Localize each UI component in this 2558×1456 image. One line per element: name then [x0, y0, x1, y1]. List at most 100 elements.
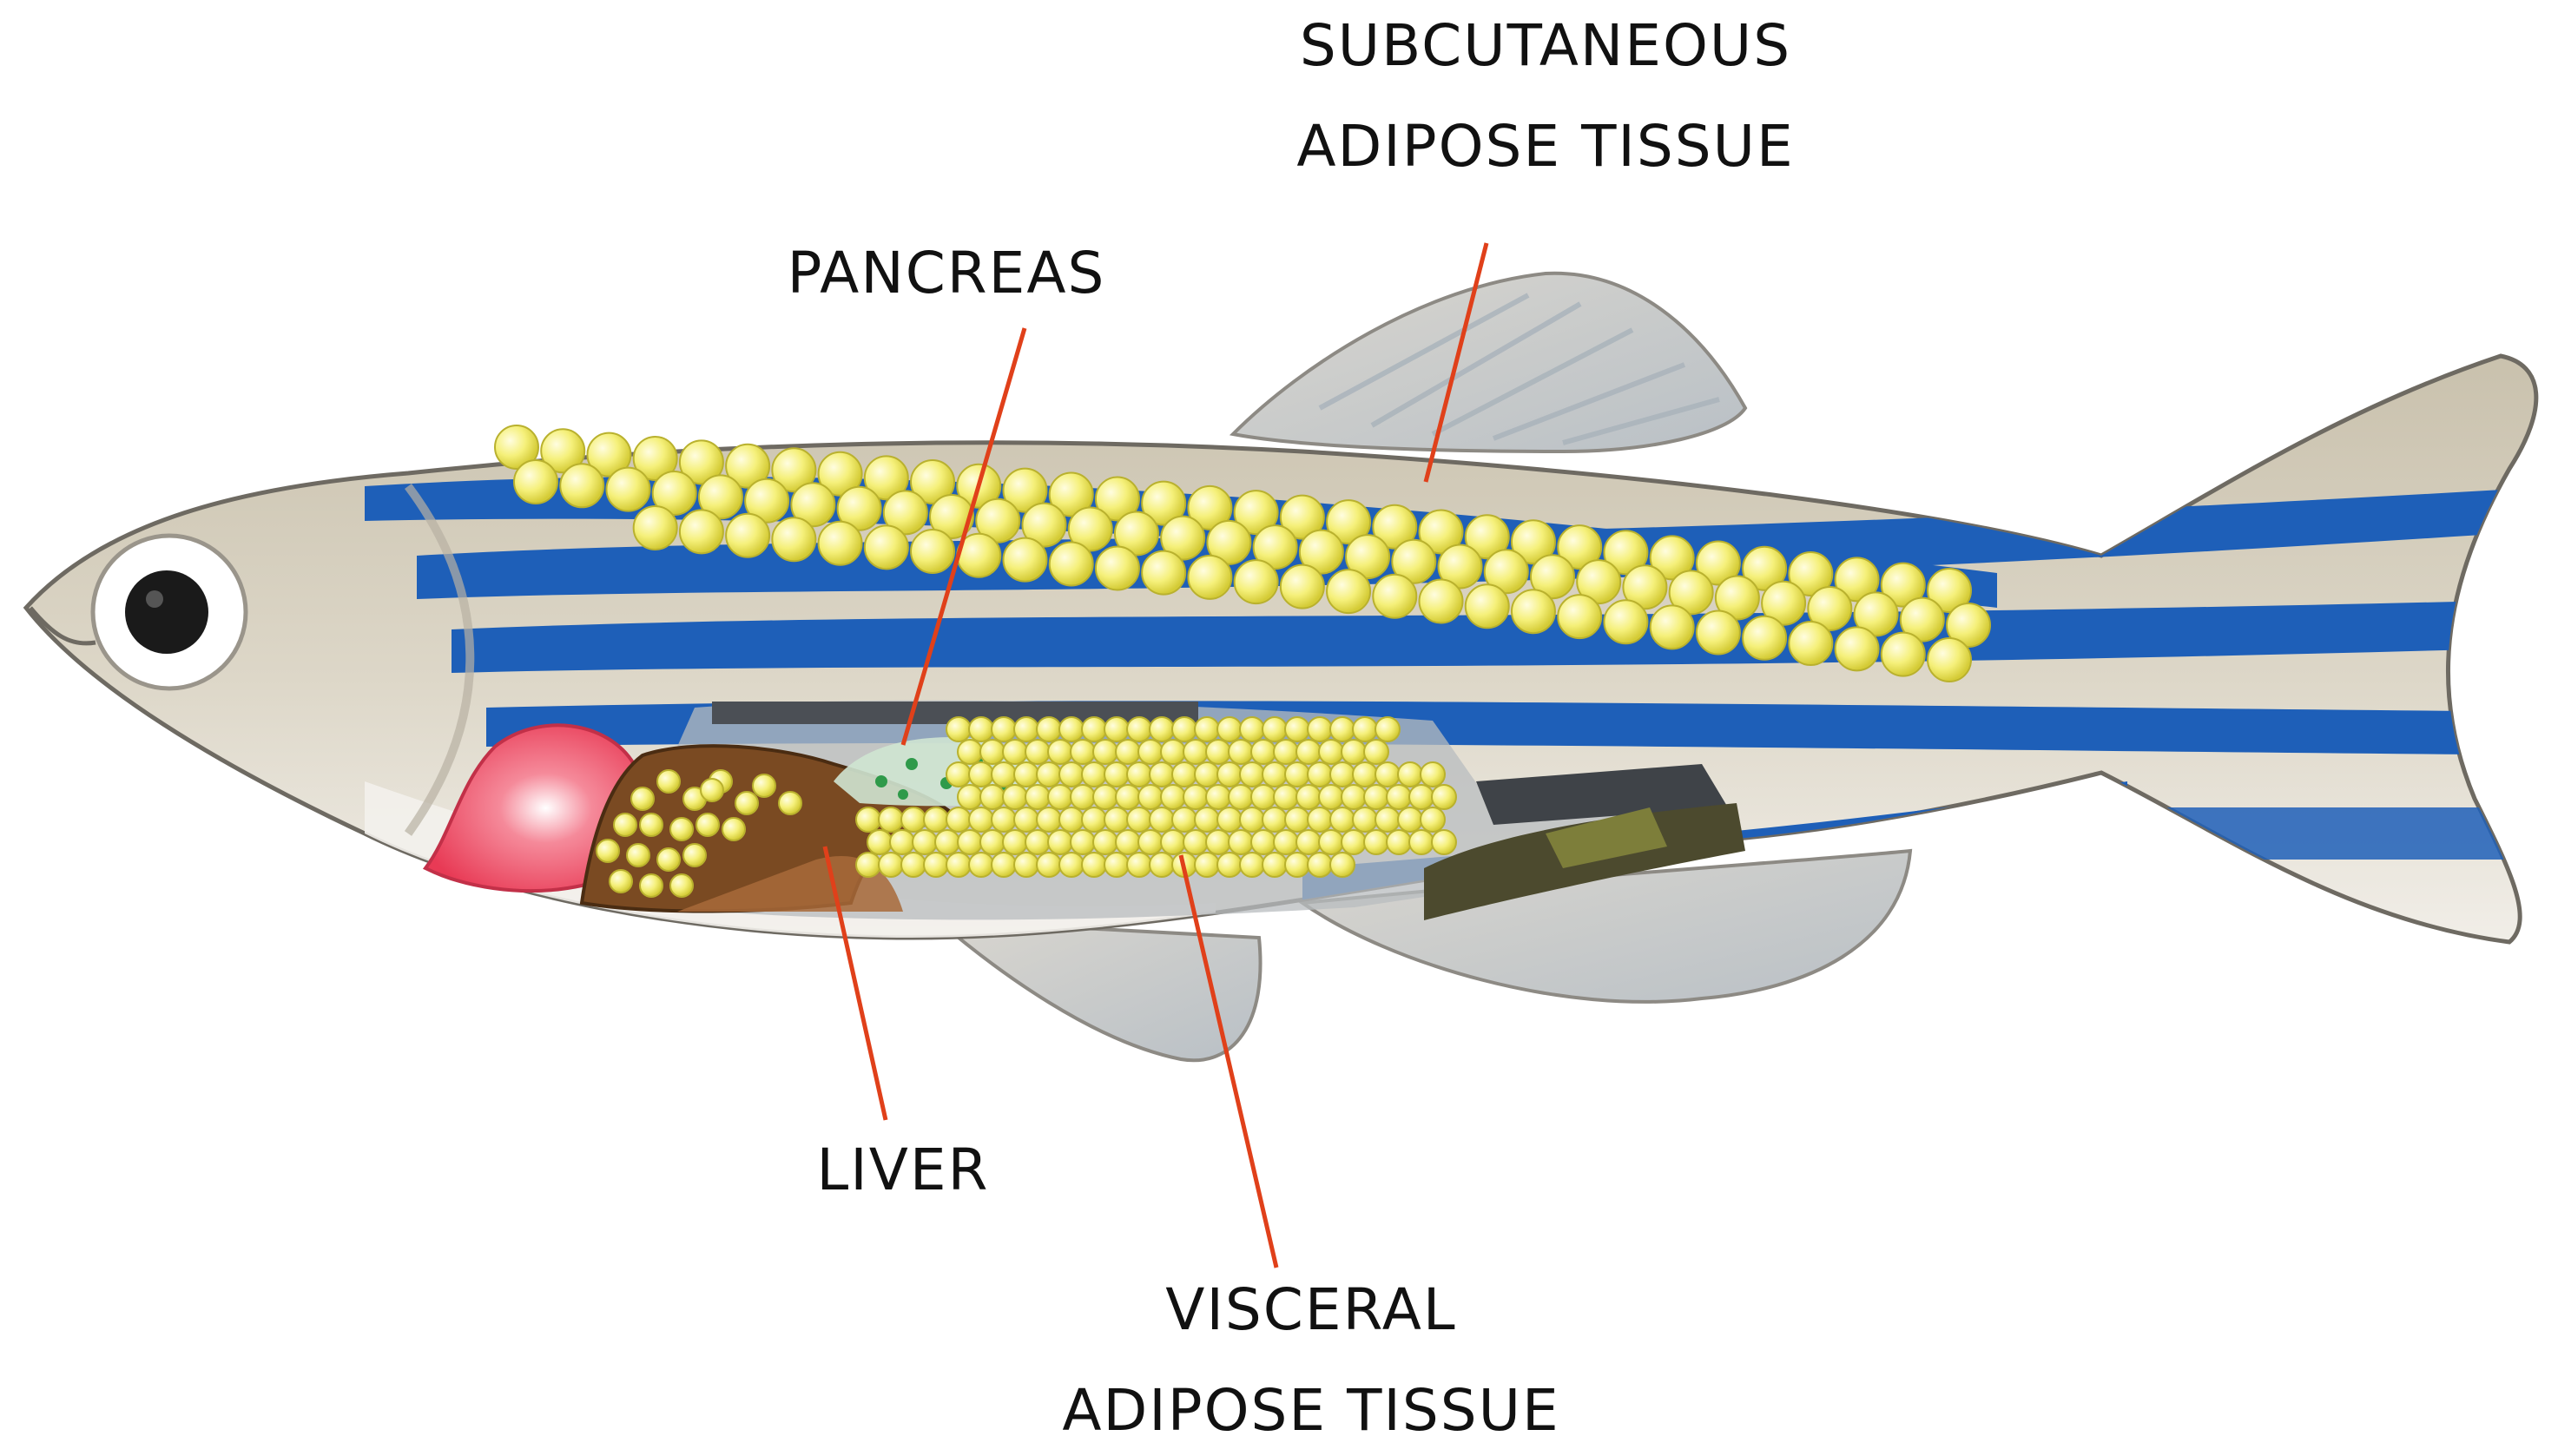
visceral-fat-droplet [1329, 761, 1355, 787]
visceral-fat-droplet [1431, 784, 1457, 810]
visceral-fat-droplet [1307, 761, 1333, 787]
liver-fat-droplet [626, 843, 650, 867]
visceral-fat-droplet [1250, 829, 1276, 855]
subcutaneous-fat-droplet [1622, 564, 1668, 610]
subcutaneous-fat-droplet [1880, 631, 1926, 677]
visceral-fat-droplet [1126, 807, 1152, 833]
visceral-fat-droplet [968, 761, 994, 787]
subcutaneous-fat-droplet [540, 428, 586, 474]
visceral-fat-droplet [1352, 716, 1378, 742]
subcutaneous-fat-droplet [1668, 570, 1714, 616]
visceral-fat-droplet [1216, 852, 1243, 878]
visceral-fat-droplet [1194, 807, 1220, 833]
visceral-fat-droplet [1318, 739, 1344, 765]
subcutaneous-fat-droplet [1437, 544, 1483, 590]
subcutaneous-fat-droplet [1853, 591, 1899, 637]
visceral-fat-droplet [923, 807, 949, 833]
visceral-fat-droplet [1228, 784, 1254, 810]
visceral-fat-droplet [1171, 807, 1197, 833]
subcutaneous-fat-droplet [1603, 599, 1649, 645]
subcutaneous-fat-droplet [771, 517, 817, 563]
visceral-fat-droplet [1363, 784, 1389, 810]
visceral-fat-droplet [957, 739, 983, 765]
subcutaneous-fat-droplet [1160, 515, 1206, 561]
visceral-fat-droplet [1408, 784, 1434, 810]
visceral-fat-droplet [1036, 761, 1062, 787]
visceral-fat-droplet [855, 852, 881, 878]
visceral-fat-droplet [923, 852, 949, 878]
visceral-fat-droplet [1081, 761, 1107, 787]
visceral-fat-droplet [1104, 716, 1130, 742]
subcutaneous-fat-droplet [817, 451, 863, 497]
visceral-fat-droplet [1318, 784, 1344, 810]
subcutaneous-fat-droplet [1899, 596, 1945, 642]
subcutaneous-fat-droplet [725, 443, 771, 489]
subcutaneous-fat-droplet [910, 528, 956, 574]
visceral-fat-droplet [1262, 716, 1288, 742]
liver-fat-droplet [682, 843, 707, 867]
subcutaneous-fat-droplet [513, 459, 558, 504]
label-liver: LIVER [816, 1136, 990, 1203]
visceral-fat-droplet [1081, 852, 1107, 878]
subcutaneous-fat-droplet [1603, 530, 1649, 576]
visceral-fat-droplet [1239, 807, 1265, 833]
leader-line-visceral [1178, 854, 1279, 1268]
visceral-fat-droplet [1036, 807, 1062, 833]
visceral-fat-droplet [979, 739, 1005, 765]
visceral-fat-droplet [979, 829, 1005, 855]
subcutaneous-fat-droplet [1946, 603, 1991, 648]
visceral-fat-droplet [1329, 807, 1355, 833]
subcutaneous-fat-droplet [1279, 494, 1325, 540]
liver-fat-droplet [596, 839, 620, 863]
visceral-fat-droplet [1273, 829, 1299, 855]
subcutaneous-fat-droplet [1464, 514, 1510, 560]
visceral-fat-droplet [1002, 739, 1028, 765]
subcutaneous-fat-droplet [1483, 549, 1529, 595]
subcutaneous-fat-droplet [1788, 621, 1834, 667]
subcutaneous-fat-droplet [1557, 594, 1603, 640]
visceral-fat-droplet [1160, 784, 1186, 810]
visceral-fat-droplet [1092, 739, 1118, 765]
visceral-fat-droplet [1284, 852, 1310, 878]
visceral-fat-droplet [934, 829, 960, 855]
visceral-fat-droplet [1058, 807, 1085, 833]
liver-fat-droplet [639, 873, 663, 898]
subcutaneous-fat-droplet [1279, 563, 1325, 609]
subcutaneous-fat-droplet [1113, 511, 1159, 557]
visceral-fat-droplet [1307, 716, 1333, 742]
visceral-fat-droplet [1149, 761, 1175, 787]
visceral-fat-droplet [1092, 829, 1118, 855]
subcutaneous-fat-droplet [1326, 499, 1372, 545]
subcutaneous-fat-droplet [1695, 609, 1741, 656]
subcutaneous-fat-droplet [1002, 537, 1048, 583]
visceral-fat-droplet [1329, 852, 1355, 878]
liver-fat-droplet [735, 791, 759, 815]
visceral-fat-droplet [1250, 784, 1276, 810]
visceral-fat-droplet [1307, 807, 1333, 833]
subcutaneous-fat-droplet [744, 478, 790, 524]
visceral-fat-droplet [1036, 716, 1062, 742]
visceral-fat-droplet [968, 807, 994, 833]
subcutaneous-fat-droplet [790, 482, 836, 528]
subcutaneous-fat-droplet [559, 463, 605, 509]
visceral-fat-droplet [991, 852, 1017, 878]
subcutaneous-fat-droplet [678, 509, 724, 555]
subcutaneous-fat-droplet [1714, 575, 1760, 621]
dorsal-fin [1229, 271, 1748, 454]
visceral-fat-droplet [1047, 739, 1073, 765]
visceral-fat-droplet [1239, 761, 1265, 787]
visceral-fat-droplet [1341, 739, 1367, 765]
label-pancreas: PANCREAS [787, 240, 1106, 306]
subcutaneous-fat-droplet [678, 439, 724, 485]
visceral-fat-droplet [1273, 784, 1299, 810]
subcutaneous-fat-droplet [1742, 615, 1788, 661]
visceral-fat-droplet [1002, 784, 1028, 810]
visceral-fat-droplet [1013, 716, 1039, 742]
visceral-fat-droplet [1081, 716, 1107, 742]
subcutaneous-fat-droplet [1048, 541, 1094, 587]
subcutaneous-fat-droplet [836, 485, 882, 531]
subcutaneous-fat-droplet [1529, 554, 1575, 600]
subcutaneous-fat-droplet [1418, 578, 1464, 624]
visceral-fat-droplet [1307, 852, 1333, 878]
visceral-fat-droplet [991, 761, 1017, 787]
